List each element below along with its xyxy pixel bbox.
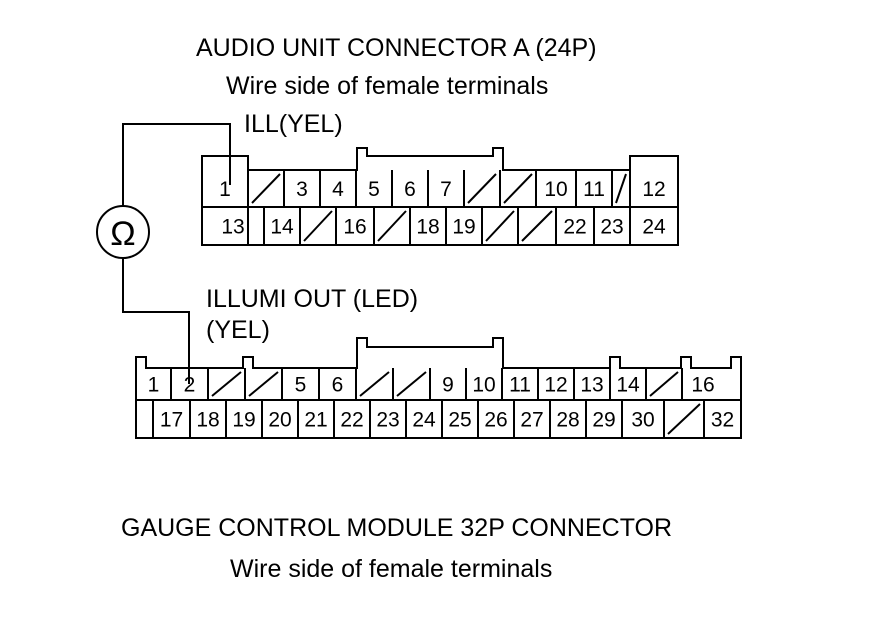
- unused-terminal-slash: [615, 173, 627, 204]
- terminal-number: 3: [296, 178, 308, 201]
- terminal-number: 32: [711, 409, 734, 432]
- terminal-number: 25: [448, 409, 471, 432]
- unused-terminal-slash: [303, 210, 333, 242]
- terminal-number: 1: [148, 374, 160, 397]
- terminal-number: 14: [616, 374, 640, 397]
- terminal-number: 23: [376, 409, 399, 432]
- terminal-number: 6: [332, 374, 344, 397]
- unused-terminal-slash: [251, 173, 281, 204]
- connector-b-housing: [135, 337, 742, 439]
- unused-terminal-slash: [667, 403, 701, 435]
- terminal-number: 23: [600, 216, 623, 239]
- terminal-number: 20: [268, 409, 291, 432]
- terminal-number: 14: [270, 216, 294, 239]
- terminal-number: 18: [416, 216, 439, 239]
- terminal-number: 10: [472, 374, 495, 397]
- terminal-number: 7: [440, 178, 452, 201]
- unused-terminal-slash: [359, 371, 390, 397]
- connector-b-subtitle: Wire side of female terminals: [230, 555, 553, 583]
- connector-b-wire-color: (YEL): [206, 316, 270, 344]
- terminal-number: 13: [580, 374, 603, 397]
- terminal-number: 11: [583, 178, 605, 201]
- terminal-number: 22: [563, 216, 586, 239]
- terminal-number: 12: [544, 374, 567, 397]
- connector-a-wire-label: ILL(YEL): [244, 110, 343, 138]
- terminal-number: 21: [304, 409, 327, 432]
- ohmmeter-icon: Ω: [96, 205, 150, 259]
- terminal-number: 19: [232, 409, 255, 432]
- unused-terminal-slash: [485, 210, 515, 242]
- ohm-symbol: Ω: [110, 215, 135, 253]
- connector-b-wire-label: ILLUMI OUT (LED): [206, 285, 419, 313]
- unused-terminal-slash: [396, 371, 427, 397]
- terminal-number: 26: [484, 409, 507, 432]
- terminal-number: 9: [442, 374, 454, 397]
- terminal-number: 24: [412, 409, 436, 432]
- terminal-number: 5: [368, 178, 380, 201]
- unused-terminal-slash: [248, 371, 279, 397]
- unused-terminal-slash: [521, 210, 553, 242]
- test-wiring: [122, 123, 231, 384]
- unused-terminal-slash: [211, 371, 242, 397]
- terminal-number: 29: [592, 409, 615, 432]
- terminal-number: 13: [221, 216, 244, 239]
- terminal-number: 11: [509, 374, 531, 397]
- terminal-number: 19: [452, 216, 475, 239]
- terminal-number: 1: [219, 178, 231, 201]
- terminal-number: 6: [404, 178, 416, 201]
- terminal-number: 5: [295, 374, 307, 397]
- terminal-number: 27: [520, 409, 543, 432]
- unused-terminal-slash: [377, 210, 407, 242]
- terminal-number: 17: [160, 409, 183, 432]
- terminal-number: 22: [340, 409, 363, 432]
- terminal-number: 4: [332, 178, 344, 201]
- unused-terminal-slash: [467, 173, 497, 204]
- terminal-number: 24: [642, 216, 666, 239]
- terminal-number: 2: [184, 374, 196, 397]
- unused-terminal-slash: [649, 371, 679, 397]
- connector-a-title: AUDIO UNIT CONNECTOR A (24P): [196, 34, 597, 62]
- unused-terminal-slash: [503, 173, 533, 204]
- terminal-number: 16: [343, 216, 366, 239]
- terminal-number: 30: [631, 409, 654, 432]
- connector-a-subtitle: Wire side of female terminals: [226, 72, 549, 100]
- terminal-number: 18: [196, 409, 219, 432]
- connector-b-title: GAUGE CONTROL MODULE 32P CONNECTOR: [121, 514, 673, 542]
- terminal-number: 12: [642, 178, 665, 201]
- terminal-number: 28: [556, 409, 579, 432]
- terminal-number: 16: [691, 374, 714, 397]
- terminal-number: 10: [544, 178, 567, 201]
